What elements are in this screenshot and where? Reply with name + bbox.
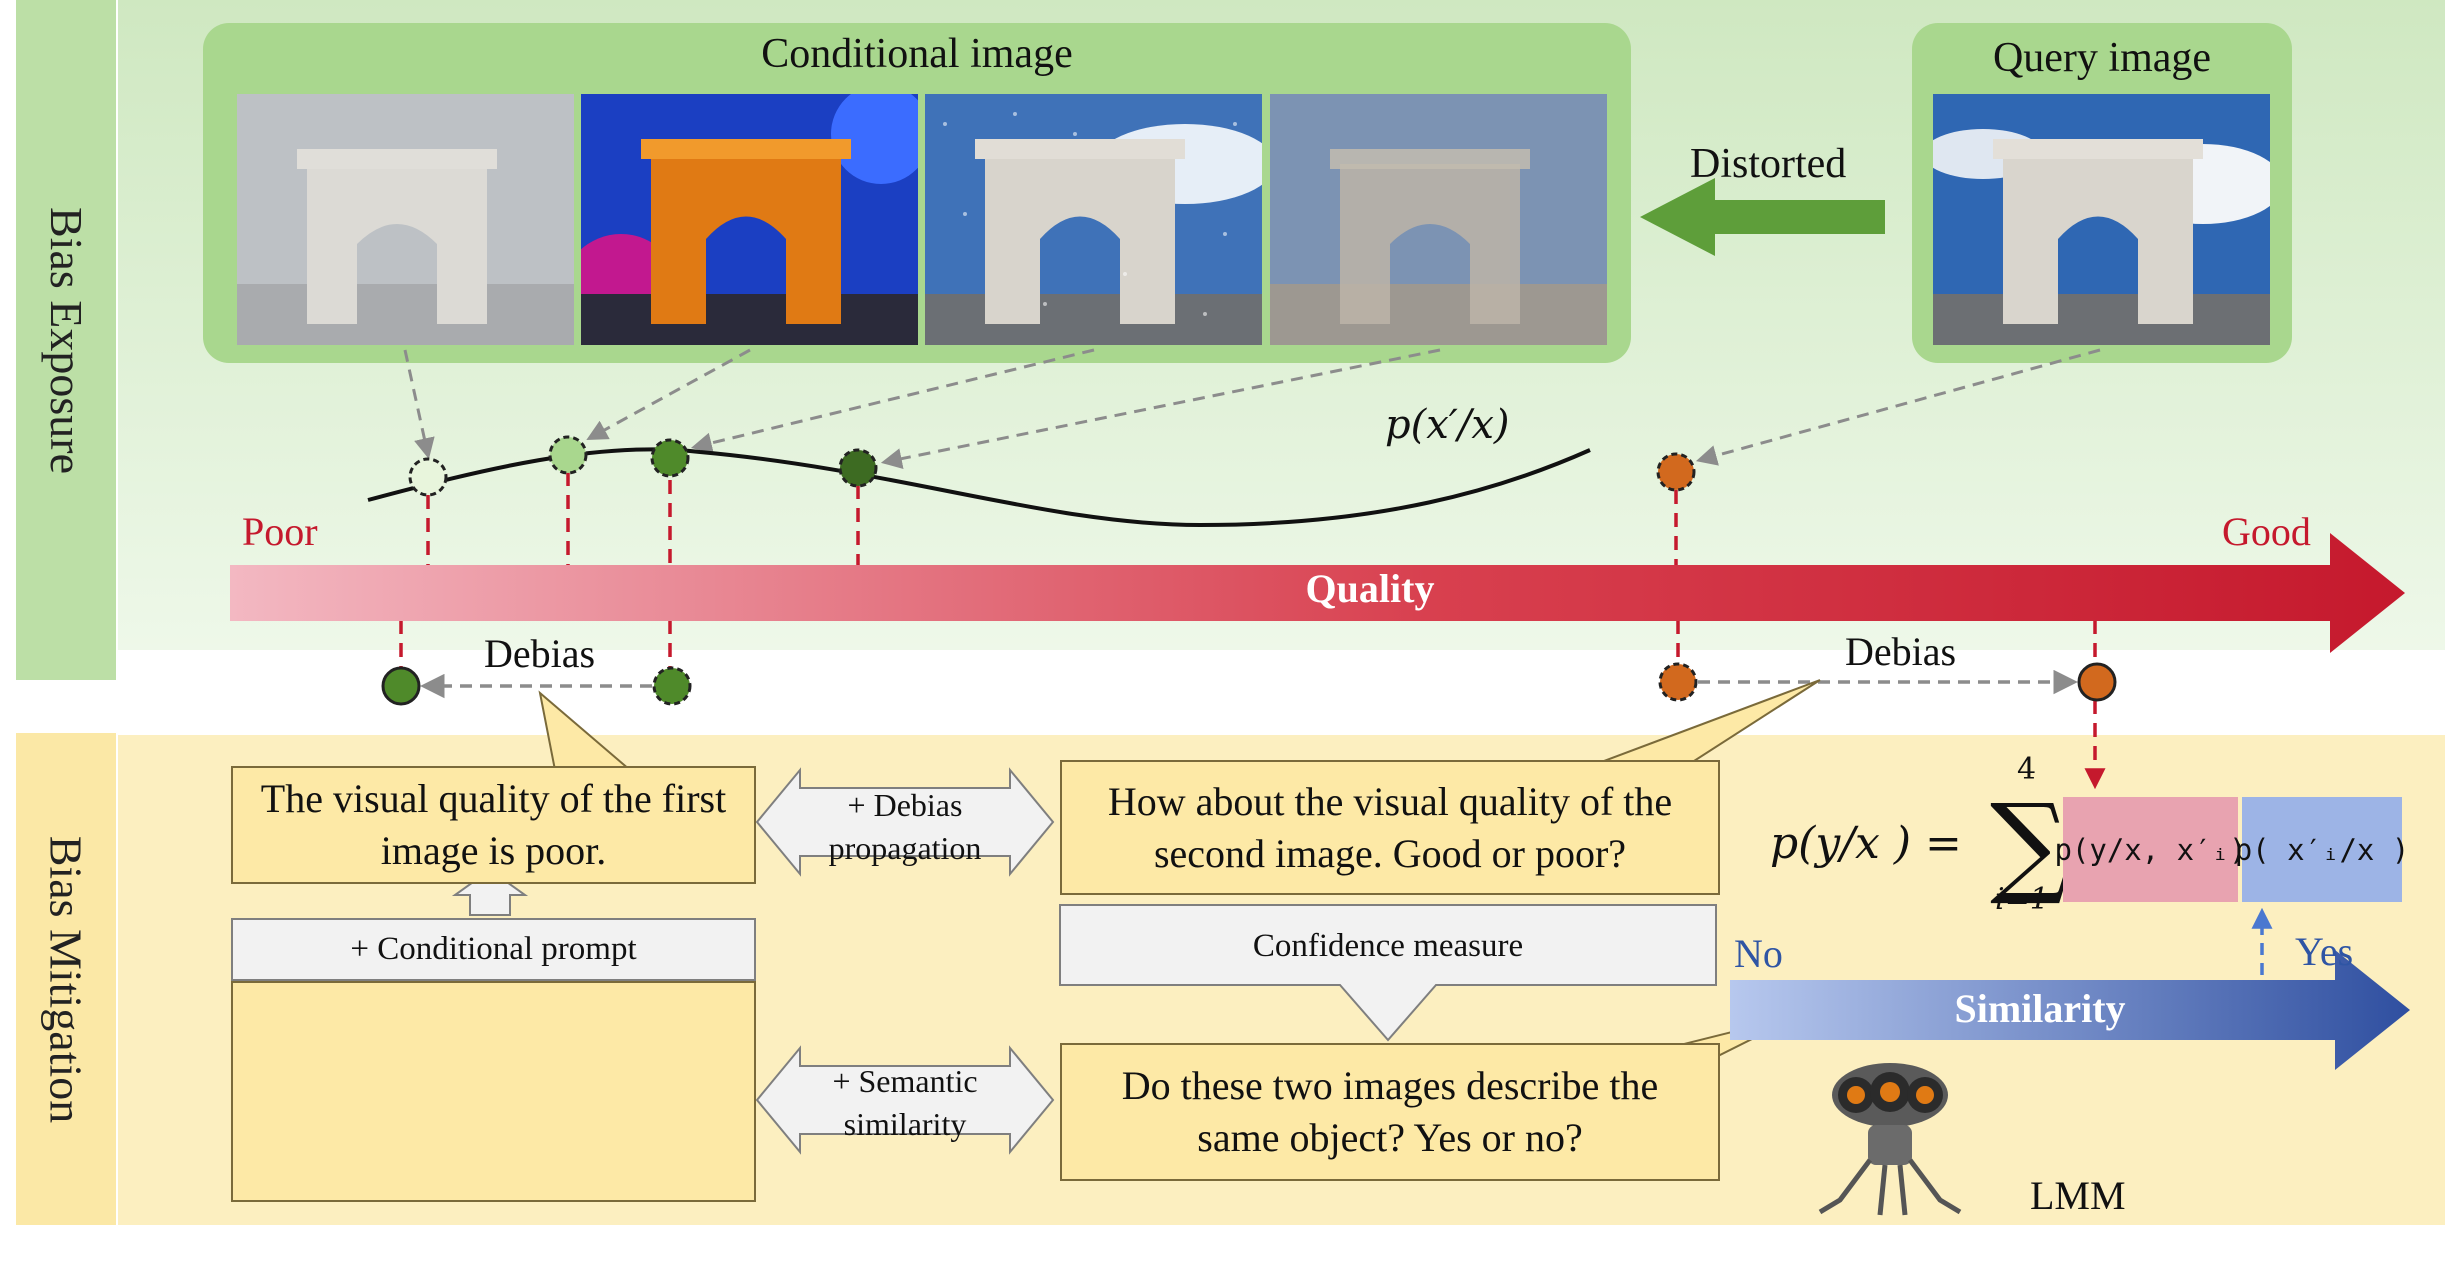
debias-right-label: Debias [1845, 629, 1957, 674]
image-pair-box [231, 981, 756, 1202]
query-image-title: Query image [1992, 35, 2212, 81]
dot-hazy [408, 457, 448, 497]
callout-left [538, 690, 633, 771]
dot-color [548, 435, 588, 475]
debias-propagation-arrow [755, 767, 1055, 877]
conditional-image-noise [925, 94, 1262, 345]
similarity-yes-label: Yes [2295, 929, 2354, 974]
pointer-blur [880, 348, 1441, 469]
conditional-image-blur [1270, 94, 1607, 345]
curve-label: p(x′/x) [1385, 402, 1510, 448]
formula-sum-bottom: i=1 [1995, 882, 2049, 917]
quality-good-label: Good [2222, 509, 2311, 554]
dot-blur [838, 448, 878, 488]
similarity-axis-label: Similarity [1954, 986, 2126, 1031]
formula-term-pink: p(y/x, x′ᵢ) [2054, 797, 2247, 902]
dot-debias-left-source [652, 666, 692, 706]
pointer-noise [690, 348, 1095, 454]
semantic-similarity-arrow [755, 1045, 1055, 1155]
quality-arrow [230, 533, 2405, 653]
lmm-label: LMM [2030, 1173, 2126, 1218]
query-image [1933, 94, 2270, 345]
conditional-image-title: Conditional image [761, 31, 1073, 77]
quality-axis-label: Quality [1305, 566, 1435, 611]
quality-poor-label: Poor [242, 509, 318, 554]
confidence-arrow [1059, 904, 1717, 1042]
distorted-label: Distorted [1690, 141, 1847, 187]
similarity-no-label: No [1734, 931, 1783, 976]
dot-debias-left-target [381, 666, 421, 706]
pointer-color [586, 348, 751, 441]
same-object-question-box: Do these two images describe the same ob… [1060, 1043, 1720, 1181]
first-image-quality-box: The visual quality of the first image is… [231, 766, 756, 884]
lmm-robot-icon [1818, 1063, 1962, 1216]
debias-left-label: Debias [484, 631, 596, 676]
dot-debias-right-source [1658, 662, 1698, 702]
debias-propagation-label: + Debias propagation [828, 787, 982, 867]
conditional-prompt-box: + Conditional prompt [231, 918, 756, 981]
pointer-query [1695, 348, 2101, 466]
callout-right [1579, 679, 1821, 771]
semantic-similarity-label: + Semantic similarity [832, 1063, 978, 1143]
formula-sum-sign: ∑ [1990, 780, 2069, 908]
formula-lhs: p(y/x ) = [1770, 818, 1962, 869]
distorted-arrow [1640, 178, 1885, 256]
dot-debias-right-target [2077, 662, 2117, 702]
dot-noise [650, 438, 690, 478]
formula-sum-top: 4 [2017, 752, 2037, 787]
pointer-hazy [403, 349, 435, 460]
formula-term-blue: p( x′ᵢ/x ) [2235, 797, 2409, 902]
bias-exposure-sidebar: Bias Exposure [16, 0, 116, 680]
similarity-arrow [1730, 950, 2410, 1070]
dot-query [1656, 452, 1696, 492]
conditional-image-hazy [237, 94, 574, 345]
second-image-question-box: How about the visual quality of the seco… [1060, 760, 1720, 895]
conditional-image-color [581, 94, 918, 345]
bias-mitigation-sidebar: Bias Mitigation [16, 733, 116, 1225]
confidence-measure-box: Confidence measure [1252, 927, 1524, 964]
